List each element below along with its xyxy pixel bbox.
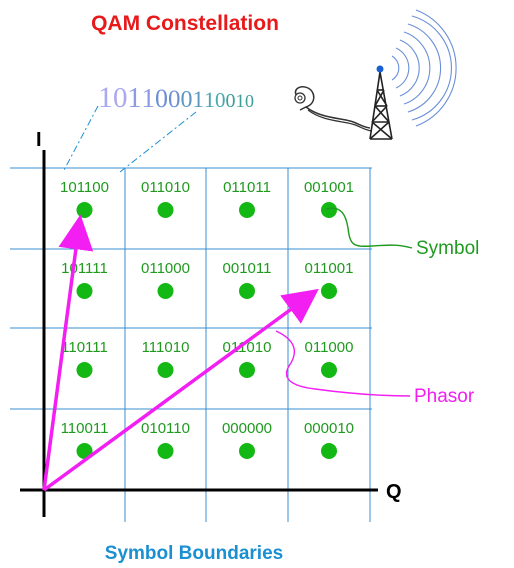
symbol-point xyxy=(157,202,174,218)
connector-icon xyxy=(294,85,373,132)
symbol-point xyxy=(321,202,337,218)
symbol-code-label: 001001 xyxy=(304,179,354,196)
diagram-title: QAM Constellation xyxy=(91,12,279,35)
symbol-code-label: 011000 xyxy=(141,260,190,277)
symbol-code-label: 010110 xyxy=(141,420,190,437)
bitstream-digit: 0 xyxy=(113,82,128,114)
symbol-point xyxy=(321,443,337,459)
bitstream-digit: 1 xyxy=(142,83,156,113)
symbol-point xyxy=(157,362,174,378)
radio-waves-icon xyxy=(391,9,457,127)
symbol-point xyxy=(157,283,174,299)
q-axis-label: Q xyxy=(386,481,402,503)
symbol-code-label: 111010 xyxy=(142,339,190,356)
bitstream-digit: 0 xyxy=(181,87,193,113)
symbol-point xyxy=(157,443,174,459)
symbol-code-label: 001011 xyxy=(223,260,272,277)
bitstream-digit: 0 xyxy=(226,90,236,112)
symbol-point xyxy=(321,362,337,378)
symbol-code-label: 011010 xyxy=(141,179,190,196)
bitstream-leader-lines xyxy=(62,105,197,173)
symbol-code-label: 011001 xyxy=(305,260,354,277)
symbol-code-label: 101111 xyxy=(61,260,108,277)
constellation-cells: 101100 011010 011011 001001 101111 011000 0010… xyxy=(60,179,354,459)
phasor-callout-line xyxy=(275,330,411,397)
symbol-point xyxy=(239,362,255,378)
bitstream-digit: 1 xyxy=(236,91,246,112)
symbol-point xyxy=(76,202,93,218)
bitstream-digit: 1 xyxy=(193,87,205,112)
i-axis-label: I xyxy=(36,129,42,151)
symbol-point xyxy=(239,202,255,218)
bitstream-digit: 0 xyxy=(155,84,168,113)
antenna-tower-icon xyxy=(369,71,393,140)
symbol-point xyxy=(321,283,337,299)
symbol-point xyxy=(76,283,93,299)
bitstream-digit: 0 xyxy=(215,88,226,112)
symbol-code-label: 110111 xyxy=(61,339,108,356)
bitstream-text: 1011000110010 xyxy=(98,81,254,114)
phasor-arrow-101100 xyxy=(42,214,94,491)
symbol-point xyxy=(76,443,93,459)
bitstream-digit: 1 xyxy=(98,81,113,114)
bitstream-digit: 0 xyxy=(168,86,181,113)
symbol-code-label: 011011 xyxy=(223,179,271,196)
phasor-arrow-011001 xyxy=(42,288,319,492)
symbol-code-label: 000010 xyxy=(304,420,354,437)
antenna-tip-icon xyxy=(376,65,384,73)
bitstream-digit: 1 xyxy=(204,87,215,112)
bitstream-digit: 1 xyxy=(128,83,142,114)
phasor-callout-label: Phasor xyxy=(414,386,475,407)
symbol-boundaries-caption: Symbol Boundaries xyxy=(105,543,283,564)
bitstream-digit: 0 xyxy=(245,91,254,111)
symbol-callout-label: Symbol xyxy=(416,238,479,259)
symbol-code-label: 000000 xyxy=(222,420,272,437)
phasor-arrows xyxy=(42,214,319,492)
symbol-point xyxy=(239,283,255,299)
symbol-point xyxy=(239,443,255,459)
symbol-callout-line xyxy=(325,207,413,249)
symbol-code-label: 110011 xyxy=(61,420,109,437)
symbol-point xyxy=(76,362,93,378)
axes xyxy=(20,150,378,517)
symbol-code-label: 011000 xyxy=(305,339,354,356)
symbol-code-label: 101100 xyxy=(60,179,109,196)
